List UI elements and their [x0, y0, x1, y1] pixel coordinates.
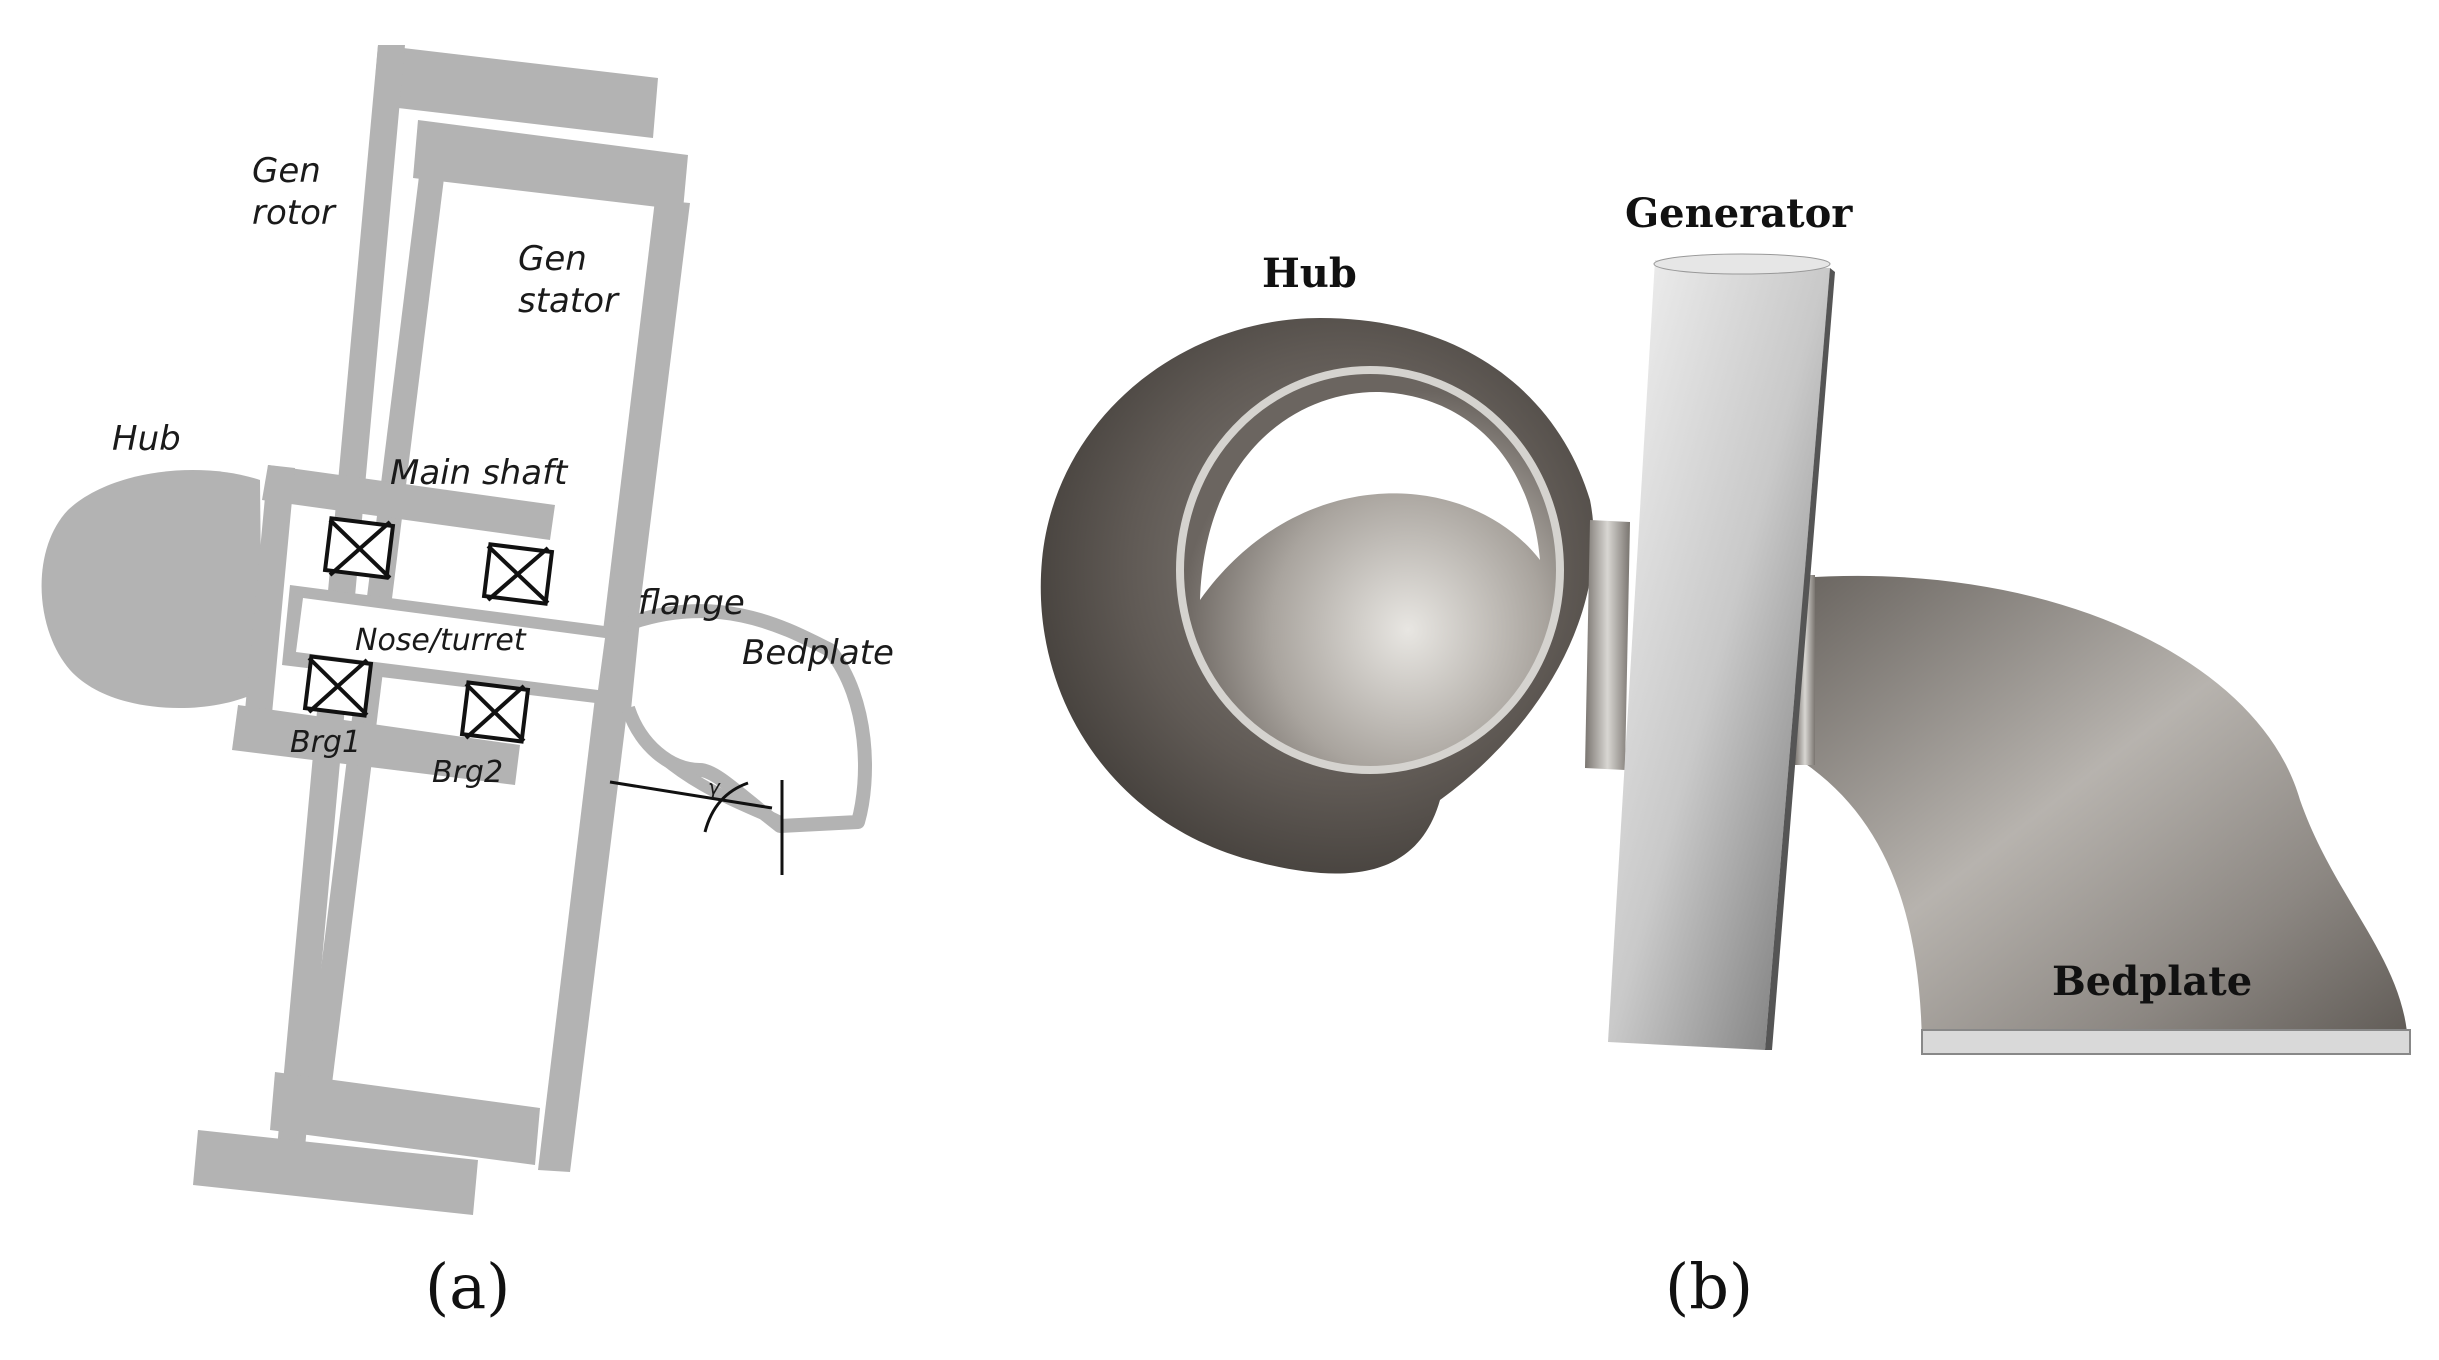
- caption-a: (a): [425, 1250, 511, 1323]
- main-shaft-bottom: [232, 705, 520, 785]
- flange-plate: [600, 620, 640, 720]
- gen-rotor-bottom-flange: [193, 1130, 478, 1215]
- label-bedplate: Bedplate: [742, 633, 894, 673]
- label-flange: flange: [638, 583, 745, 623]
- bedplate-body: [1800, 575, 2408, 1045]
- bearing-1-upper: [322, 516, 396, 580]
- nose-turret-inner: [296, 598, 605, 690]
- label-hub-3d: Hub: [1262, 250, 1357, 297]
- label-brg2: Brg2: [432, 755, 504, 790]
- label-generator-3d: Generator: [1625, 190, 1853, 237]
- gen-stator-bottom-flange: [270, 1072, 540, 1165]
- label-gen-rotor: Gen rotor: [252, 151, 335, 233]
- bedplate-base-ring: [1921, 1029, 2411, 1055]
- label-bedplate-3d: Bedplate: [2052, 958, 2253, 1005]
- panel-a-schematic: Gen rotor Gen stator Hub Main shaft flan…: [0, 0, 1000, 1360]
- bearing-2-lower: [459, 680, 531, 744]
- label-hub: Hub: [112, 419, 181, 459]
- schematic-drawing: [41, 45, 872, 1215]
- generator-body: [1608, 260, 1830, 1050]
- hub-generator-coupling: [1585, 520, 1630, 770]
- tilt-angle-mark: [609, 780, 784, 875]
- main-shaft-top: [262, 465, 555, 540]
- render-drawing: [1040, 253, 2411, 1055]
- label-nose-turret: Nose/turret: [355, 623, 526, 658]
- label-angle: γ: [708, 775, 720, 799]
- bearing-1-lower: [302, 654, 374, 718]
- gen-stator-top-flange: [413, 120, 688, 210]
- caption-b: (b): [1665, 1250, 1754, 1323]
- label-brg1: Brg1: [290, 725, 362, 760]
- label-gen-stator: Gen stator: [518, 239, 618, 321]
- hub-shape: [41, 470, 262, 709]
- label-main-shaft: Main shaft: [390, 453, 568, 493]
- gen-rotor-top-flange: [373, 45, 658, 138]
- panel-b-render: Hub Generator Bedplate (b): [1000, 0, 2439, 1360]
- bearing-2-upper: [481, 542, 555, 606]
- main-shaft-left: [243, 465, 295, 735]
